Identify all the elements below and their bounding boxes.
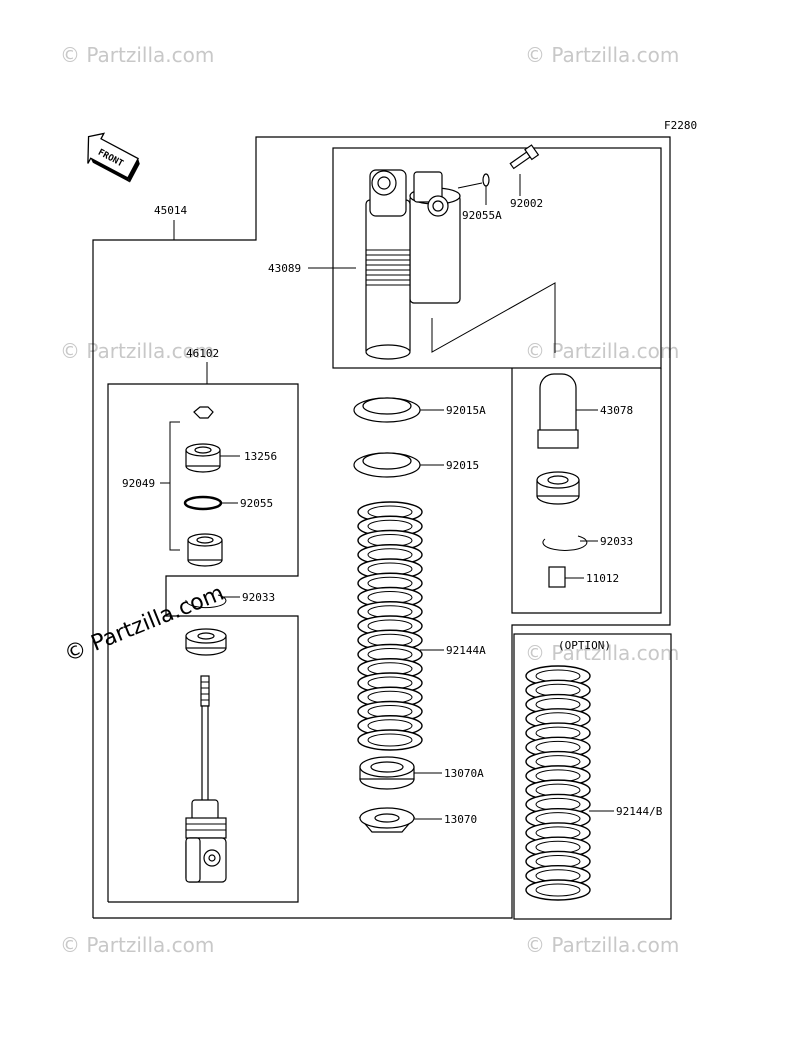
assembly-45014-outline — [92, 136, 671, 919]
spring-seat-13070a-part — [359, 756, 442, 790]
locknut-92015-part — [353, 452, 444, 478]
o-ring-92055a-part — [482, 173, 490, 187]
spring-92144b-part — [525, 665, 591, 901]
bolt-92002-part — [509, 144, 540, 170]
spring-coil-inner — [367, 733, 413, 747]
reservoir-cap-part — [536, 471, 580, 505]
watermark: © Partzilla.com — [525, 43, 679, 67]
label-92144a: 92144A — [446, 644, 486, 657]
shock-body-part — [365, 169, 461, 360]
circlip-92033-right-part — [542, 535, 588, 551]
label-13070: 13070 — [444, 813, 477, 826]
o-ring-92055-part — [183, 495, 223, 511]
front-arrow-icon: FRONT — [87, 132, 140, 183]
assembly-43089-outline — [332, 147, 662, 369]
option-label: (OPTION) — [558, 639, 611, 652]
label-46102: 46102 — [186, 347, 219, 360]
leader-92055a — [457, 182, 483, 189]
figure-code: F2280 — [664, 119, 697, 132]
connector-line — [431, 282, 556, 353]
label-13070a: 13070A — [444, 767, 484, 780]
piston-part — [187, 533, 223, 567]
spring-coil-inner — [535, 883, 581, 897]
watermark: © Partzilla.com — [60, 43, 214, 67]
label-45014: 45014 — [154, 204, 187, 217]
label-11012: 11012 — [586, 572, 619, 585]
spring-coil — [357, 729, 423, 751]
bump-stop-part — [185, 628, 227, 656]
nut-part — [193, 406, 214, 419]
label-92002: 92002 — [510, 197, 543, 210]
label-92055: 92055 — [240, 497, 273, 510]
valve-11012-part — [548, 566, 566, 588]
damper-rod-part — [185, 675, 227, 883]
label-92049: 92049 — [122, 477, 155, 490]
watermark: © Partzilla.com — [525, 339, 679, 363]
label-92015: 92015 — [446, 459, 479, 472]
label-43089: 43089 — [268, 262, 301, 275]
watermark: © Partzilla.com — [60, 339, 214, 363]
sub-box-right — [511, 368, 662, 614]
label-92055a: 92055A — [462, 209, 502, 222]
label-92144b: 92144/B — [616, 805, 663, 818]
watermark: © Partzilla.com — [525, 641, 679, 665]
label-92033-left: 92033 — [242, 591, 275, 604]
spring-seat-13070-part — [358, 807, 442, 833]
option-spring-outline — [513, 633, 672, 920]
label-92033-right: 92033 — [600, 535, 633, 548]
spring-coil — [525, 879, 591, 901]
reservoir-43078-part — [537, 373, 598, 449]
circlip-92033-left-part — [185, 594, 227, 609]
bracket-92049 — [169, 421, 180, 551]
bushing-13256-part — [185, 443, 240, 473]
watermark: © Partzilla.com — [60, 933, 214, 957]
label-43078: 43078 — [600, 404, 633, 417]
label-92015a: 92015A — [446, 404, 486, 417]
watermark: © Partzilla.com — [525, 933, 679, 957]
assembly-46102-outline — [107, 383, 299, 903]
locknut-92015a-part — [353, 397, 444, 423]
label-13256: 13256 — [244, 450, 277, 463]
spring-92144a-part — [357, 501, 423, 751]
